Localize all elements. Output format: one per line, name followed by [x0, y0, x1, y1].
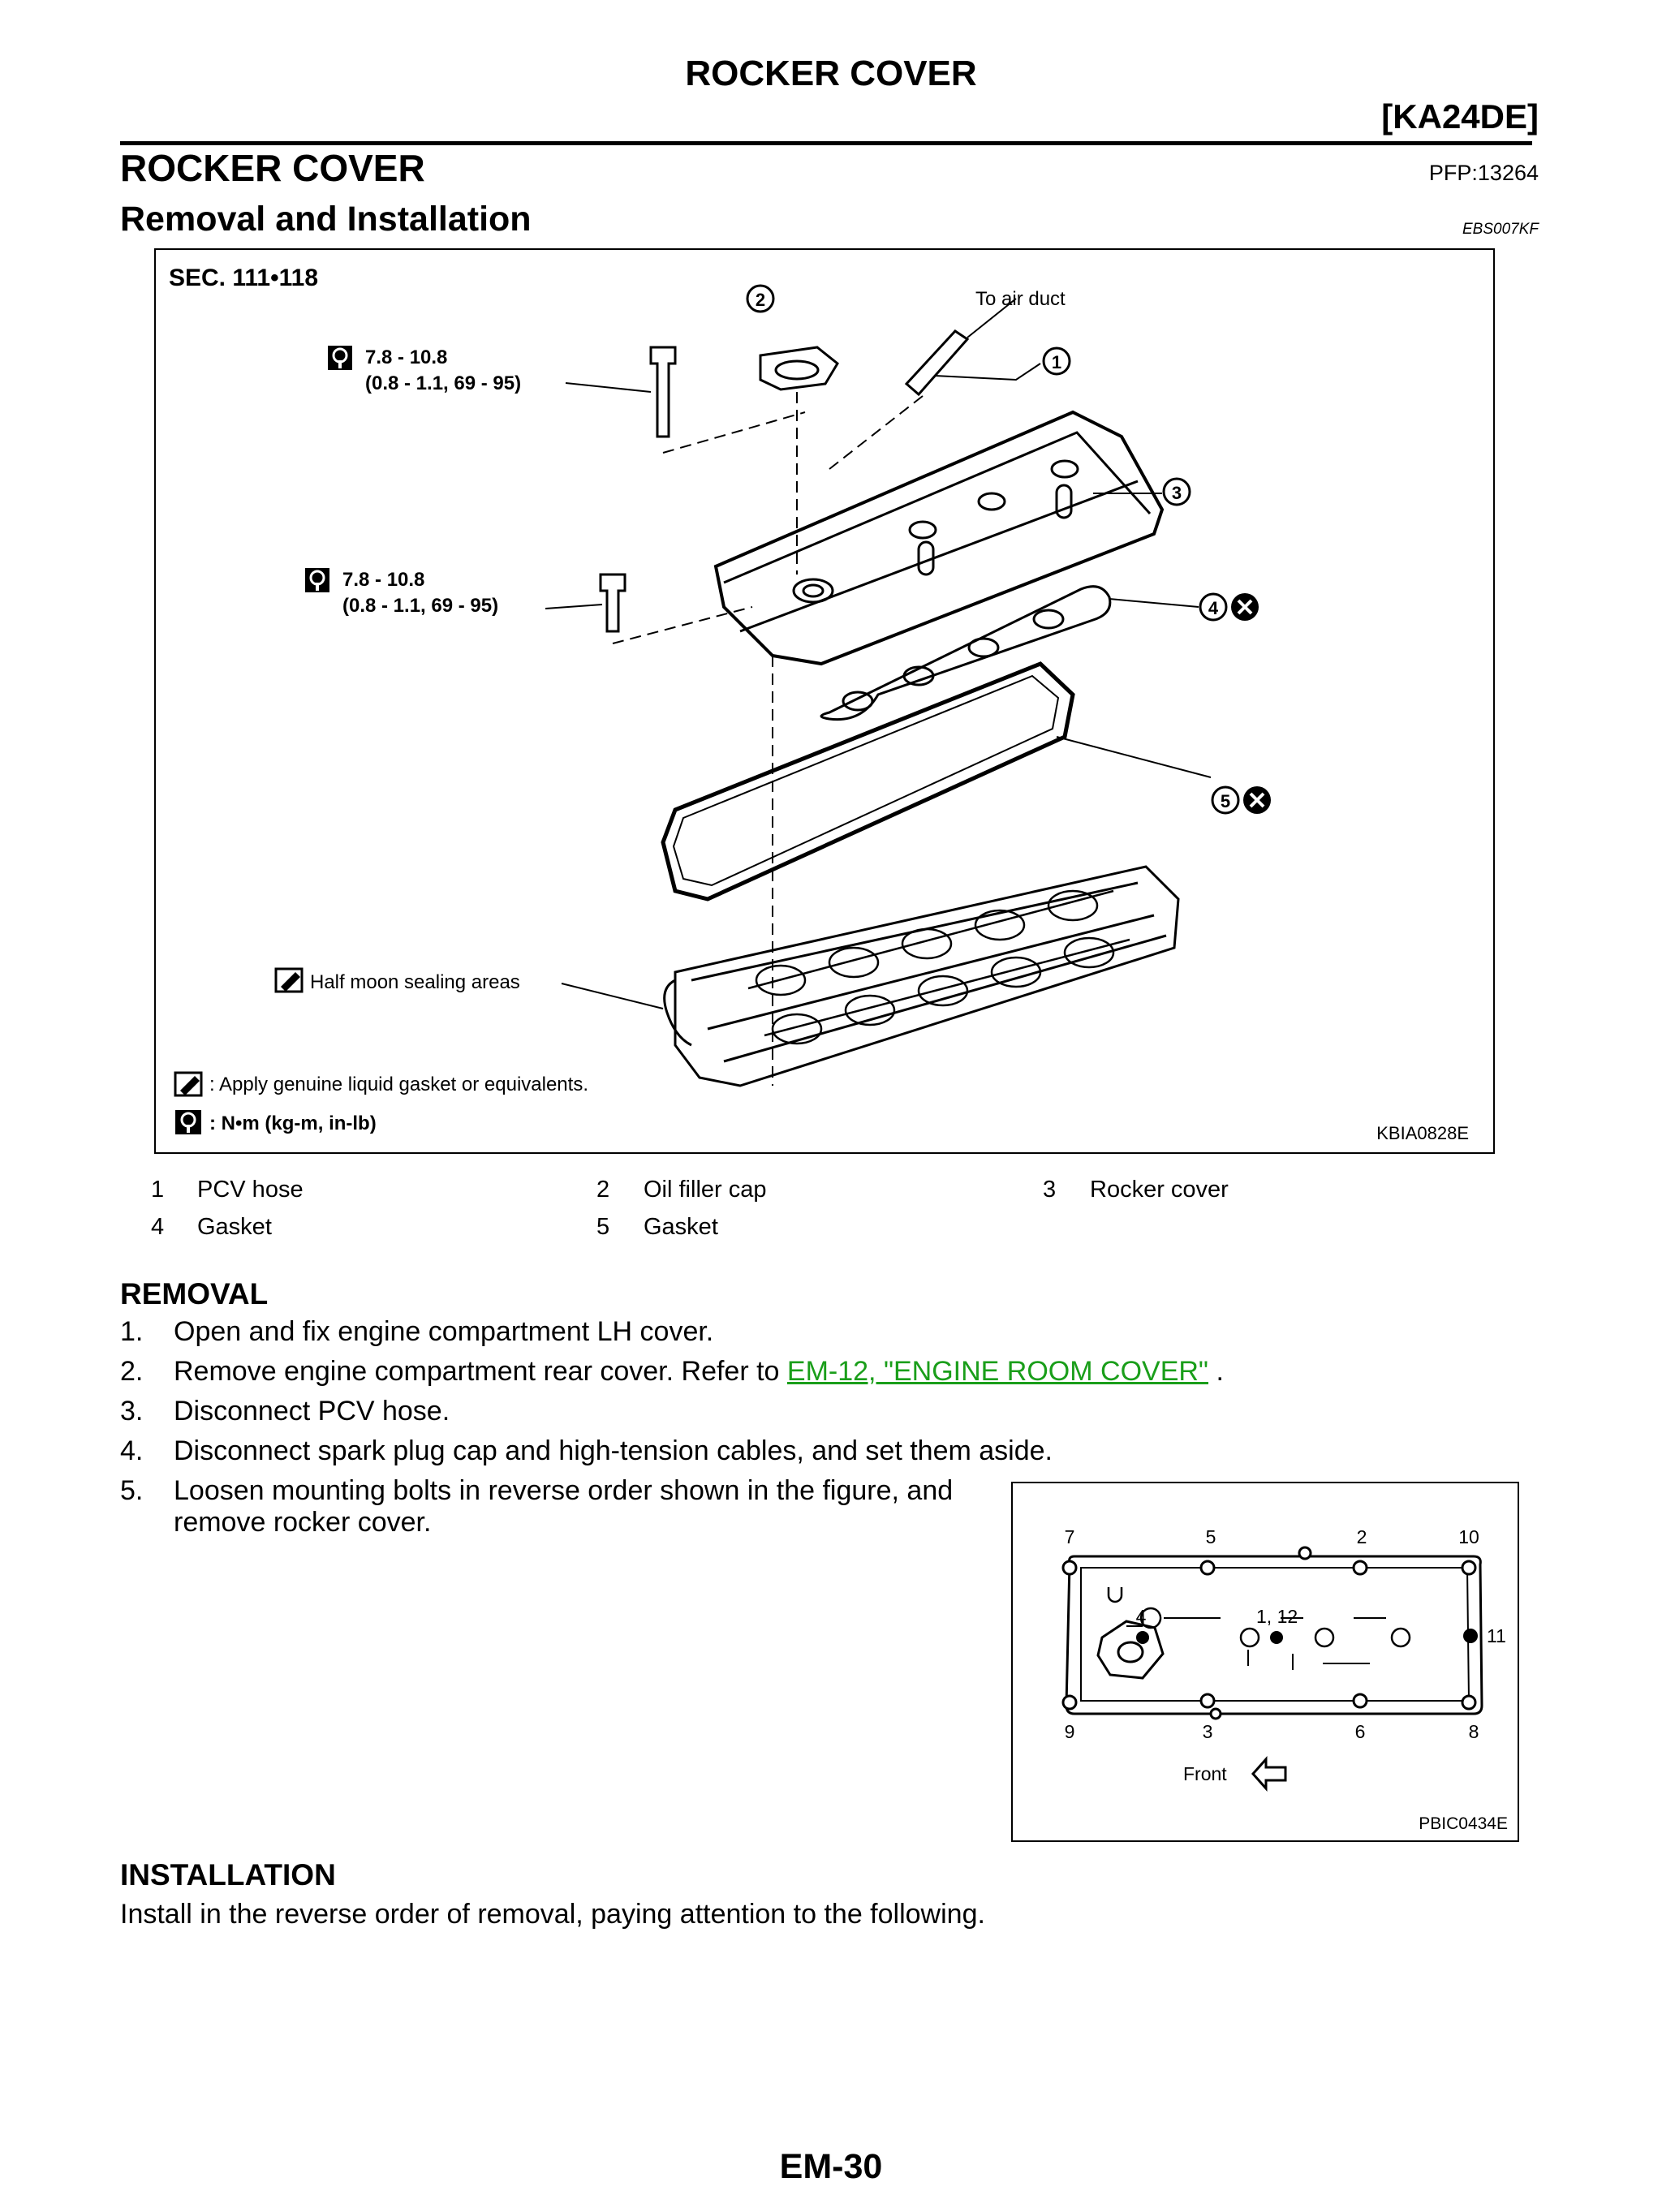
- exploded-diagram-svg: 2 1 3 4 5 SEC. 111•118 To air duct: [169, 265, 1469, 1143]
- front-arrow-icon: [1251, 1756, 1287, 1792]
- installation-heading: INSTALLATION: [120, 1858, 336, 1891]
- torque-wrench-icon: [305, 568, 329, 592]
- svg-text:1: 1: [1052, 352, 1061, 372]
- removal-step: 5. Loosen mounting bolts in reverse order…: [120, 1475, 953, 1507]
- bolt-number: 2: [1357, 1526, 1367, 1547]
- removal-heading: REMOVAL: [120, 1277, 269, 1310]
- step-number: 4.: [120, 1435, 144, 1466]
- sec-label: SEC. 111•118: [169, 265, 318, 291]
- section-title: ROCKER COVER: [120, 147, 425, 189]
- ebs-code: EBS007KF: [1462, 221, 1539, 238]
- oil-filler-cap-drawing: [759, 346, 839, 391]
- engine-tag: [KA24DE]: [1381, 97, 1539, 136]
- torque-wrench-icon: [175, 1110, 201, 1134]
- bolt-number: 4: [1136, 1606, 1147, 1627]
- torque-wrench-icon: [328, 346, 352, 370]
- step-text: Remove engine compartment rear cover. Re…: [174, 1356, 787, 1387]
- bolt-number: 9: [1065, 1721, 1075, 1742]
- camshaft-assembly-drawing: [663, 865, 1180, 1087]
- legend-torque-text: : N•m (kg-m, in-lb): [209, 1112, 377, 1134]
- removal-step: 4. Disconnect spark plug cap and high-ten…: [120, 1435, 1053, 1467]
- subsection-title: Removal and Installation: [120, 200, 532, 239]
- part-number: 1: [151, 1177, 165, 1203]
- pcv-hose-drawing: [904, 329, 970, 397]
- step-text-continued: remove rocker cover.: [174, 1507, 432, 1538]
- half-moon-label: Half moon sealing areas: [310, 971, 520, 993]
- bolt-number: 10: [1458, 1526, 1479, 1547]
- figure-code: KBIA0828E: [1376, 1123, 1469, 1143]
- do-not-reuse-icon: [1243, 786, 1271, 814]
- upper-bolt-drawing: [649, 346, 677, 438]
- liquid-gasket-icon: [174, 1071, 203, 1097]
- torque-2-value: 7.8 - 10.8: [342, 569, 424, 591]
- bolt-number: 6: [1355, 1721, 1366, 1742]
- step-text: Disconnect spark plug cap and high-tensi…: [174, 1435, 1053, 1466]
- step-number: 2.: [120, 1356, 144, 1387]
- to-air-duct-label: To air duct: [975, 288, 1066, 310]
- bolt-number: 8: [1469, 1721, 1479, 1742]
- step-text: Open and fix engine compartment LH cover…: [174, 1316, 714, 1347]
- svg-text:5: 5: [1221, 791, 1230, 811]
- engine-room-cover-link[interactable]: EM-12, "ENGINE ROOM COVER": [786, 1356, 1209, 1387]
- removal-step: 2. Remove engine compartment rear cover. …: [120, 1356, 1224, 1388]
- bolt-number: 3: [1203, 1721, 1213, 1742]
- bolt-number: 11: [1487, 1625, 1506, 1646]
- pfp-code: PFP:13264: [1428, 161, 1539, 185]
- figure-code: PBIC0434E: [1419, 1814, 1508, 1833]
- step-number: 3.: [120, 1396, 144, 1427]
- part-name: PCV hose: [197, 1177, 304, 1203]
- callout-5-icon: 5: [1211, 785, 1240, 815]
- exploded-diagram: 2 1 3 4 5 SEC. 111•118 To air duct: [154, 248, 1495, 1154]
- legend-gasket-text: : Apply genuine liquid gasket or equival…: [209, 1074, 588, 1095]
- bolt-number: 7: [1065, 1526, 1075, 1547]
- installation-text: Install in the reverse order of removal,…: [120, 1899, 985, 1930]
- step-number: 5.: [120, 1475, 144, 1506]
- callout-3-icon: 3: [1162, 477, 1191, 506]
- header-rule: [120, 141, 1532, 145]
- part-number: 5: [596, 1214, 610, 1240]
- part-name: Gasket: [197, 1214, 272, 1240]
- bolt-number: 1, 12: [1256, 1606, 1298, 1627]
- step-text: Loosen mounting bolts in reverse order s…: [174, 1475, 954, 1506]
- svg-text:4: 4: [1208, 598, 1219, 618]
- removal-step: 1. Open and fix engine compartment LH cov…: [120, 1316, 713, 1348]
- gasket-5-drawing: [661, 661, 1075, 902]
- removal-step: 3. Disconnect PCV hose.: [120, 1396, 450, 1427]
- front-label: Front: [1183, 1763, 1227, 1784]
- part-name: Gasket: [644, 1214, 718, 1240]
- part-number: 2: [596, 1177, 610, 1203]
- rocker-cover-drawing: [713, 410, 1165, 666]
- part-name: Rocker cover: [1090, 1177, 1229, 1203]
- lower-bolt-drawing: [599, 573, 626, 633]
- liquid-gasket-icon: [274, 967, 304, 993]
- callout-1-icon: 1: [1042, 346, 1071, 376]
- part-name: Oil filler cap: [644, 1177, 767, 1203]
- step-text: Disconnect PCV hose.: [174, 1396, 450, 1427]
- torque-1-value: 7.8 - 10.8: [365, 346, 447, 368]
- bolt-order-diagram: 7 5 2 10 4 1, 12 11 9 3 6 8 Front PBIC04…: [1011, 1482, 1519, 1842]
- do-not-reuse-icon: [1231, 593, 1259, 621]
- step-number: 1.: [120, 1316, 144, 1347]
- callout-4-icon: 4: [1199, 592, 1228, 622]
- part-number: 3: [1043, 1177, 1057, 1203]
- step-text-suffix: .: [1208, 1356, 1224, 1387]
- bolt-number: 5: [1206, 1526, 1216, 1547]
- svg-text:2: 2: [756, 290, 765, 310]
- bolt-order-svg: 7 5 2 10 4 1, 12 11 9 3 6 8 Front PBIC04…: [1061, 1526, 1508, 1833]
- torque-2-units: (0.8 - 1.1, 69 - 95): [342, 595, 498, 617]
- callout-2-icon: 2: [746, 284, 775, 313]
- svg-text:3: 3: [1172, 483, 1182, 503]
- page-header-title: ROCKER COVER: [685, 54, 977, 93]
- part-number: 4: [151, 1214, 165, 1240]
- torque-1-units: (0.8 - 1.1, 69 - 95): [365, 372, 521, 394]
- page-number: EM-30: [779, 2147, 883, 2186]
